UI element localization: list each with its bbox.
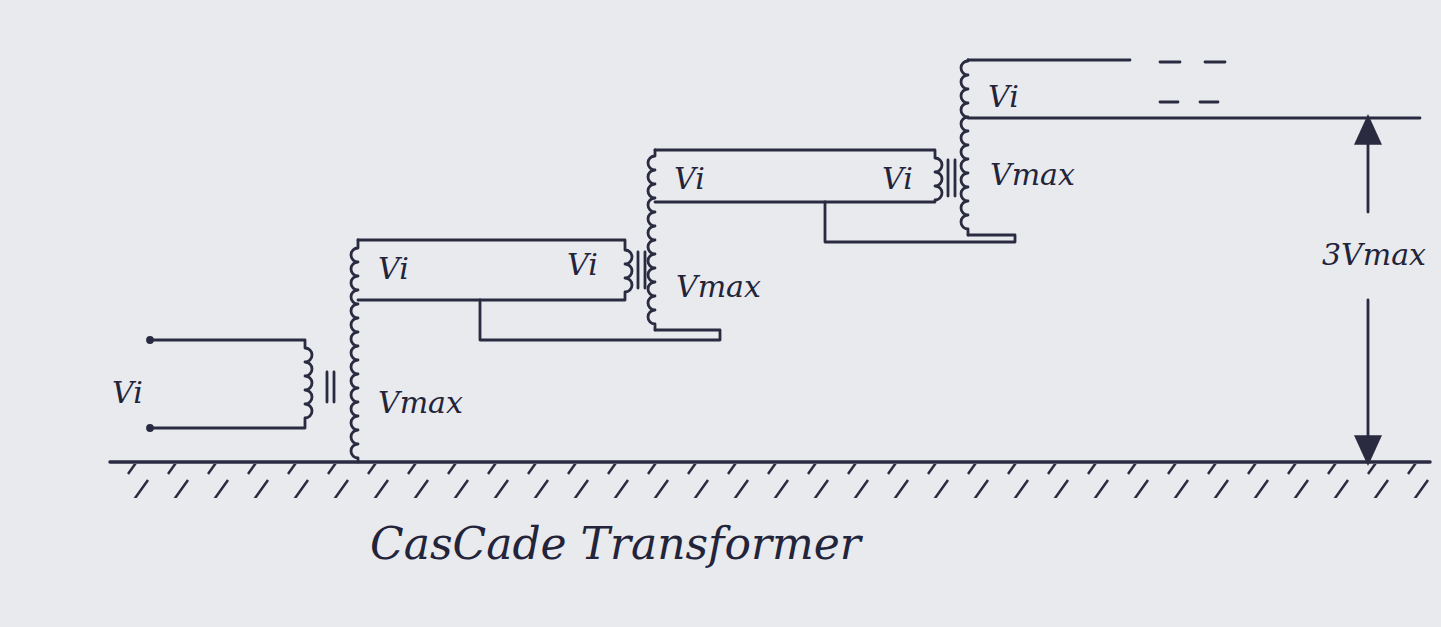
winding-label: Vmax <box>378 388 463 418</box>
winding-label: Vmax <box>990 160 1075 190</box>
link-wire <box>825 202 1015 242</box>
core-mark <box>327 372 334 402</box>
core-mark <box>948 160 955 196</box>
ground-line <box>110 460 1430 464</box>
continuation-dash <box>1160 101 1218 104</box>
winding-label: Vmax <box>676 272 761 302</box>
tertiary-link <box>358 240 632 300</box>
secondary-coil <box>351 240 358 462</box>
core-mark <box>638 252 645 288</box>
winding-label: Vi <box>882 164 913 194</box>
winding-label: Vi <box>988 82 1019 112</box>
continuation-wire <box>968 60 1225 62</box>
tertiary-link <box>655 150 942 202</box>
ground-hatch <box>110 464 1430 498</box>
primary-coil <box>150 340 312 428</box>
dimension-arrow <box>1367 300 1370 452</box>
secondary-coil <box>648 150 655 330</box>
winding-label: Vi <box>112 378 143 408</box>
output-line <box>968 117 1420 120</box>
dimension-arrow <box>1367 128 1370 212</box>
link-wire <box>480 300 720 340</box>
winding-label: 3Vmax <box>1322 240 1426 270</box>
secondary-coil <box>961 60 968 235</box>
winding-label: Vi <box>674 164 705 194</box>
winding-label: Vi <box>378 254 409 284</box>
caption: CasCade Transformer <box>370 522 861 566</box>
winding-label: Vi <box>567 250 598 280</box>
